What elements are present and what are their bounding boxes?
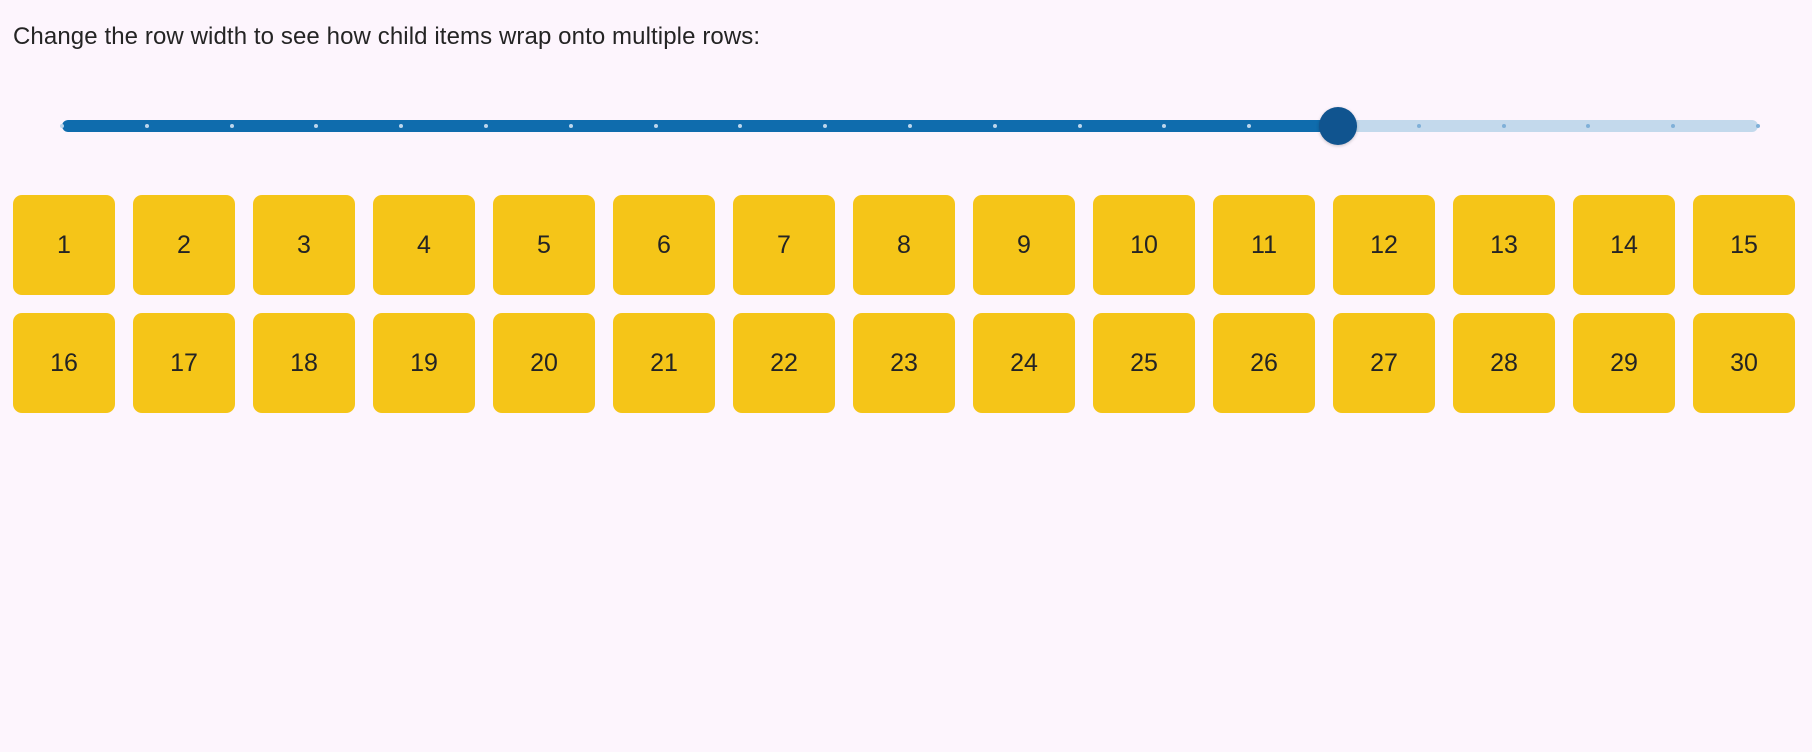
grid-item: 2 (133, 195, 235, 295)
grid-item: 13 (1453, 195, 1555, 295)
grid-item: 25 (1093, 313, 1195, 413)
slider-rail[interactable] (62, 120, 1758, 132)
slider-filled-track (62, 120, 1334, 132)
grid-item: 6 (613, 195, 715, 295)
grid-item: 26 (1213, 313, 1315, 413)
grid-item: 21 (613, 313, 715, 413)
row-width-slider[interactable] (55, 106, 1765, 146)
grid-item: 12 (1333, 195, 1435, 295)
grid-item: 10 (1093, 195, 1195, 295)
grid-item: 29 (1573, 313, 1675, 413)
grid-item: 20 (493, 313, 595, 413)
grid-item: 28 (1453, 313, 1555, 413)
grid-item: 18 (253, 313, 355, 413)
grid-item: 7 (733, 195, 835, 295)
grid-item: 11 (1213, 195, 1315, 295)
grid-item: 14 (1573, 195, 1675, 295)
grid-item: 19 (373, 313, 475, 413)
grid-item: 16 (13, 313, 115, 413)
slider-thumb[interactable] (1318, 107, 1357, 145)
grid-item: 3 (253, 195, 355, 295)
grid-item: 9 (973, 195, 1075, 295)
grid-item: 15 (1693, 195, 1795, 295)
grid-item: 22 (733, 313, 835, 413)
grid-item: 8 (853, 195, 955, 295)
grid-item: 27 (1333, 313, 1435, 413)
grid-item: 30 (1693, 313, 1795, 413)
grid-item: 17 (133, 313, 235, 413)
grid-item: 5 (493, 195, 595, 295)
grid-item: 4 (373, 195, 475, 295)
grid-item: 1 (13, 195, 115, 295)
grid-item: 24 (973, 313, 1075, 413)
grid-item: 23 (853, 313, 955, 413)
instruction-label: Change the row width to see how child it… (13, 23, 761, 50)
